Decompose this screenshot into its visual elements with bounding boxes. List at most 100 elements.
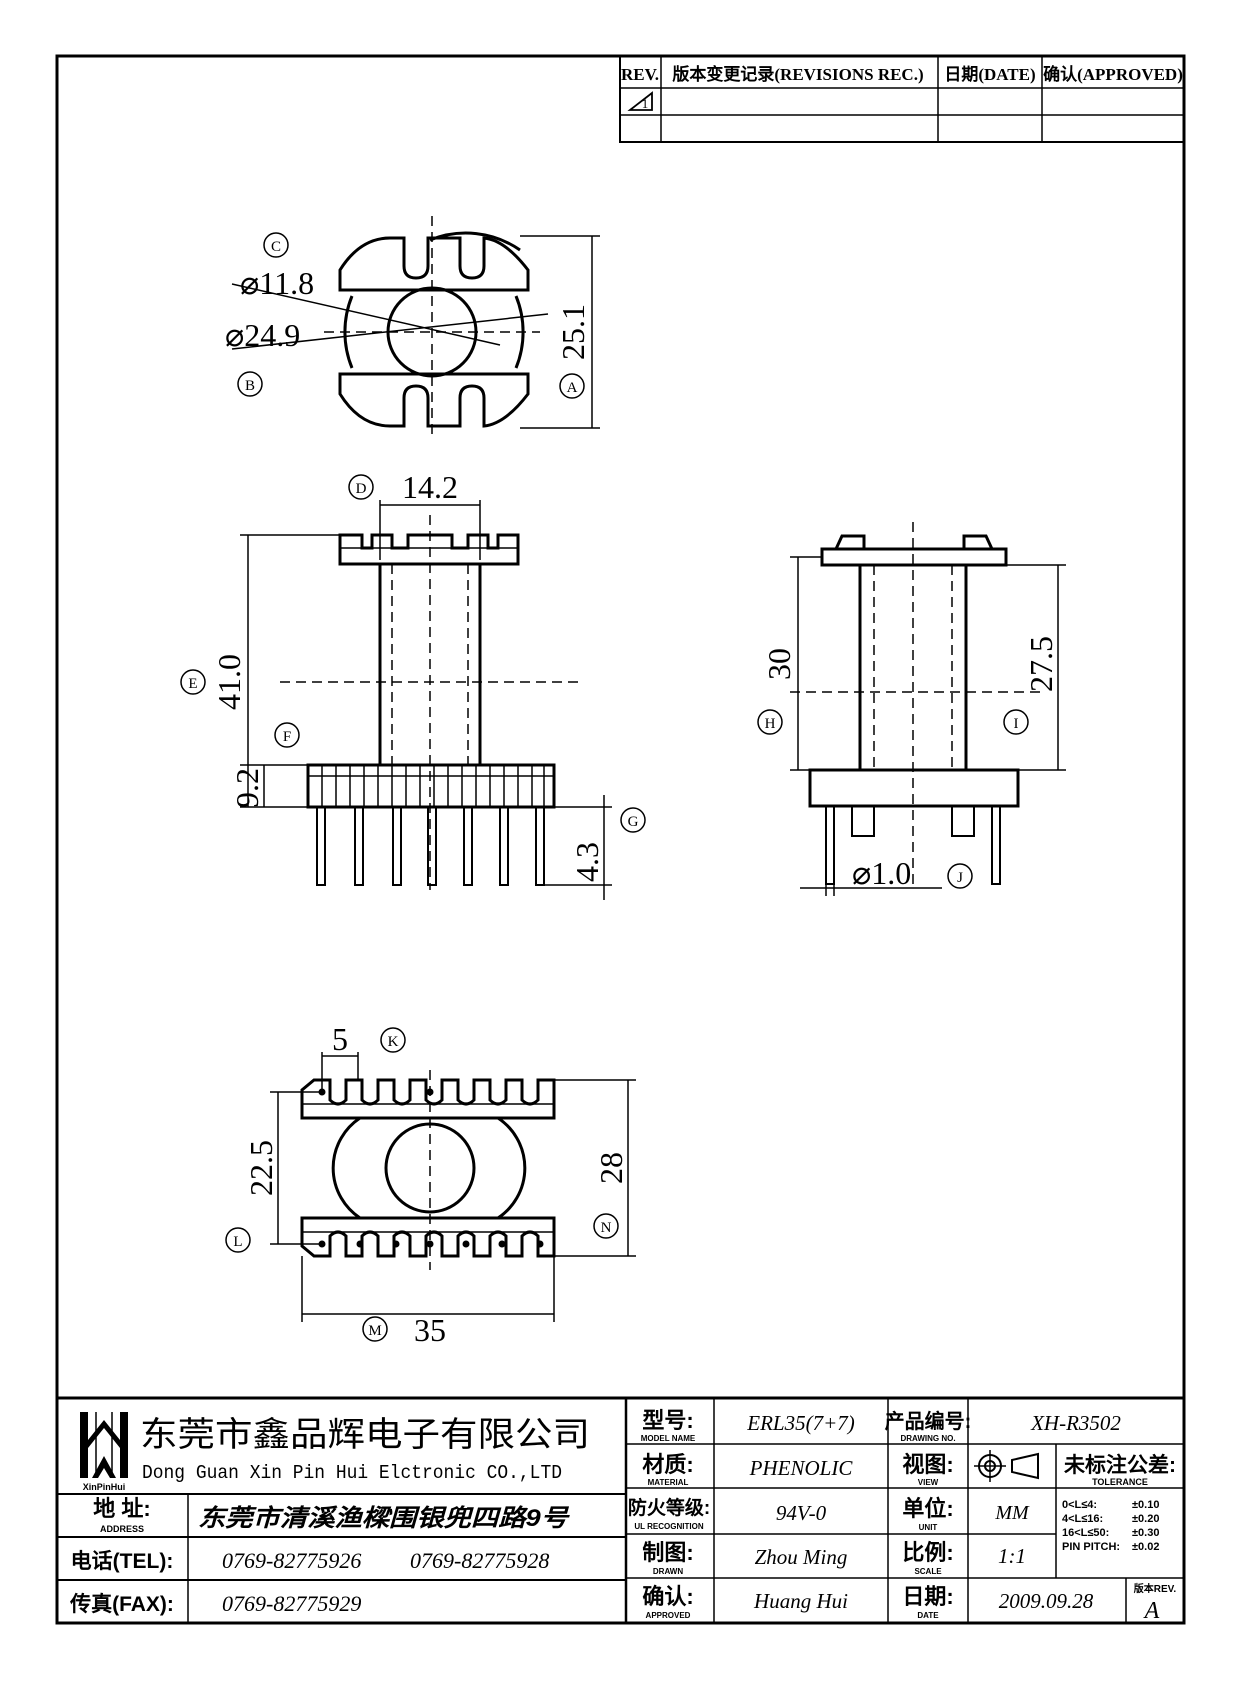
fax-value: 0769-82775929: [222, 1591, 361, 1616]
address-label: 地 址:: [93, 1496, 150, 1521]
svg-text:E: E: [188, 676, 197, 692]
marker-n: N: [593, 1213, 619, 1239]
scale-value: 1:1: [998, 1544, 1026, 1568]
address-value: 东莞市清溪渔樑围银兜四路9号: [198, 1505, 570, 1532]
drawing-no-label-en: DRAWING NO.: [900, 1434, 955, 1443]
rev-header: REV.: [621, 65, 659, 84]
dim-c-value: ⌀11.8: [240, 265, 314, 301]
approved-value: Huang Hui: [753, 1589, 848, 1613]
marker-a: A: [559, 373, 585, 399]
dim-j-value: ⌀1.0: [852, 855, 911, 891]
dim-a-value: 25.1: [555, 304, 591, 360]
svg-text:L: L: [233, 1234, 242, 1250]
svg-text:G: G: [628, 814, 639, 830]
marker-i: I: [1003, 709, 1029, 735]
drawn-label-en: DRAWN: [653, 1567, 683, 1576]
unit-label-en: UNIT: [919, 1523, 938, 1532]
dim-h-value: 30: [761, 648, 797, 680]
logo-text: XinPinHui: [83, 1482, 126, 1492]
dim-d-value: 14.2: [402, 469, 458, 505]
marker-b: B: [237, 371, 263, 397]
base-fins: [321, 765, 545, 807]
svg-text:M: M: [368, 1323, 381, 1339]
marker-d: D: [348, 474, 374, 500]
marker-h: H: [757, 709, 783, 735]
address-label-en: ADDRESS: [100, 1524, 144, 1534]
fax-label: 传真(FAX):: [69, 1592, 174, 1616]
dim-e-value: 41.0: [211, 654, 247, 710]
date-value: 2009.09.28: [999, 1589, 1094, 1613]
dim-f-value: 9.2: [229, 768, 265, 808]
date-label-en: DATE: [917, 1611, 939, 1620]
svg-text:D: D: [356, 481, 367, 497]
svg-text:J: J: [957, 870, 963, 886]
svg-text:K: K: [388, 1034, 399, 1050]
tel-value-2: 0769-82775928: [410, 1548, 549, 1573]
svg-text:H: H: [765, 716, 776, 732]
tolerance-range-3: 16<L≤50:: [1062, 1527, 1109, 1539]
projection-symbol-icon: [974, 1450, 1039, 1482]
approved-label-en: APPROVED: [646, 1611, 691, 1620]
revision-record-header: 版本变更记录(REVISIONS REC.): [672, 64, 923, 84]
unit-value: MM: [994, 1502, 1030, 1524]
company-name-cn: 东莞市鑫品辉电子有限公司: [140, 1416, 590, 1454]
approved-label: 确认:: [642, 1584, 693, 1609]
model-value: ERL35(7+7): [746, 1411, 855, 1435]
model-label-en: MODEL NAME: [641, 1434, 696, 1443]
company-name-en: Dong Guan Xin Pin Hui Elctronic CO.,LTD: [142, 1462, 562, 1484]
material-value: PHENOLIC: [749, 1456, 854, 1480]
approved-header: 确认(APPROVED): [1043, 64, 1183, 84]
tel-label: 电话(TEL):: [71, 1550, 174, 1573]
tolerance-range-1: 0<L≤4:: [1062, 1499, 1097, 1511]
drawn-value: Zhou Ming: [755, 1545, 848, 1569]
model-label: 型号:: [642, 1408, 693, 1433]
view-label: 视图:: [902, 1452, 953, 1477]
bottom-view: 5 K 22.5 L 35 M 28 N: [225, 1021, 636, 1348]
material-label-en: MATERIAL: [648, 1478, 689, 1487]
outer-frame: [55, 54, 1186, 1625]
tolerance-range-4: PIN PITCH:: [1062, 1541, 1120, 1553]
svg-text:F: F: [283, 729, 291, 745]
svg-text:B: B: [245, 378, 255, 394]
version-label: 版本REV.: [1134, 1582, 1177, 1595]
marker-f: F: [274, 722, 300, 748]
dim-k-value: 5: [332, 1021, 348, 1057]
tel-value-1: 0769-82775926: [222, 1548, 361, 1573]
flame-value: 94V-0: [776, 1501, 827, 1525]
dim-n-value: 28: [593, 1152, 629, 1184]
tolerance-value-1: ±0.10: [1132, 1499, 1159, 1511]
dim-m-value: 35: [414, 1312, 446, 1348]
dim-l-value: 22.5: [243, 1140, 279, 1196]
dim-i-value: 27.5: [1023, 636, 1059, 692]
date-header: 日期(DATE): [944, 65, 1035, 84]
tolerance-range-2: 4<L≤16:: [1062, 1513, 1103, 1525]
svg-text:I: I: [1014, 716, 1019, 732]
view-label-en: VIEW: [918, 1478, 939, 1487]
drawn-label: 制图:: [642, 1540, 693, 1565]
front-view: 14.2 D 41.0 E 9.2 F 4.3 G: [180, 469, 646, 900]
dim-b-value: ⌀24.9: [225, 317, 300, 353]
marker-m: M: [362, 1316, 388, 1342]
marker-k: K: [380, 1027, 406, 1053]
version-value: A: [1143, 1598, 1160, 1624]
top-view: 25.1 A ⌀11.8 ⌀24.9 C B: [225, 216, 600, 440]
flame-label: 防火等级:: [628, 1496, 710, 1519]
tolerance-label-en: TOLERANCE: [1092, 1477, 1148, 1487]
revision-triangle-icon: 1: [627, 91, 653, 111]
drawing-no-value: XH-R3502: [1030, 1411, 1121, 1435]
marker-j: J: [947, 863, 973, 889]
material-label: 材质:: [642, 1452, 693, 1477]
marker-l: L: [225, 1227, 251, 1253]
tolerance-value-2: ±0.20: [1132, 1513, 1159, 1525]
svg-text:A: A: [567, 380, 578, 396]
scale-label-en: SCALE: [914, 1567, 942, 1576]
marker-c: C: [263, 232, 289, 258]
scale-label: 比例:: [902, 1540, 953, 1565]
tolerance-value-4: ±0.02: [1132, 1541, 1159, 1553]
unit-label: 单位:: [902, 1496, 953, 1521]
side-view: 30 H 27.5 I ⌀1.0 J: [757, 522, 1066, 896]
revision-table: REV. 版本变更记录(REVISIONS REC.) 日期(DATE) 确认(…: [619, 55, 1185, 143]
drawing-no-label: 产品编号:: [885, 1409, 972, 1433]
company-logo-icon: [80, 1412, 128, 1478]
